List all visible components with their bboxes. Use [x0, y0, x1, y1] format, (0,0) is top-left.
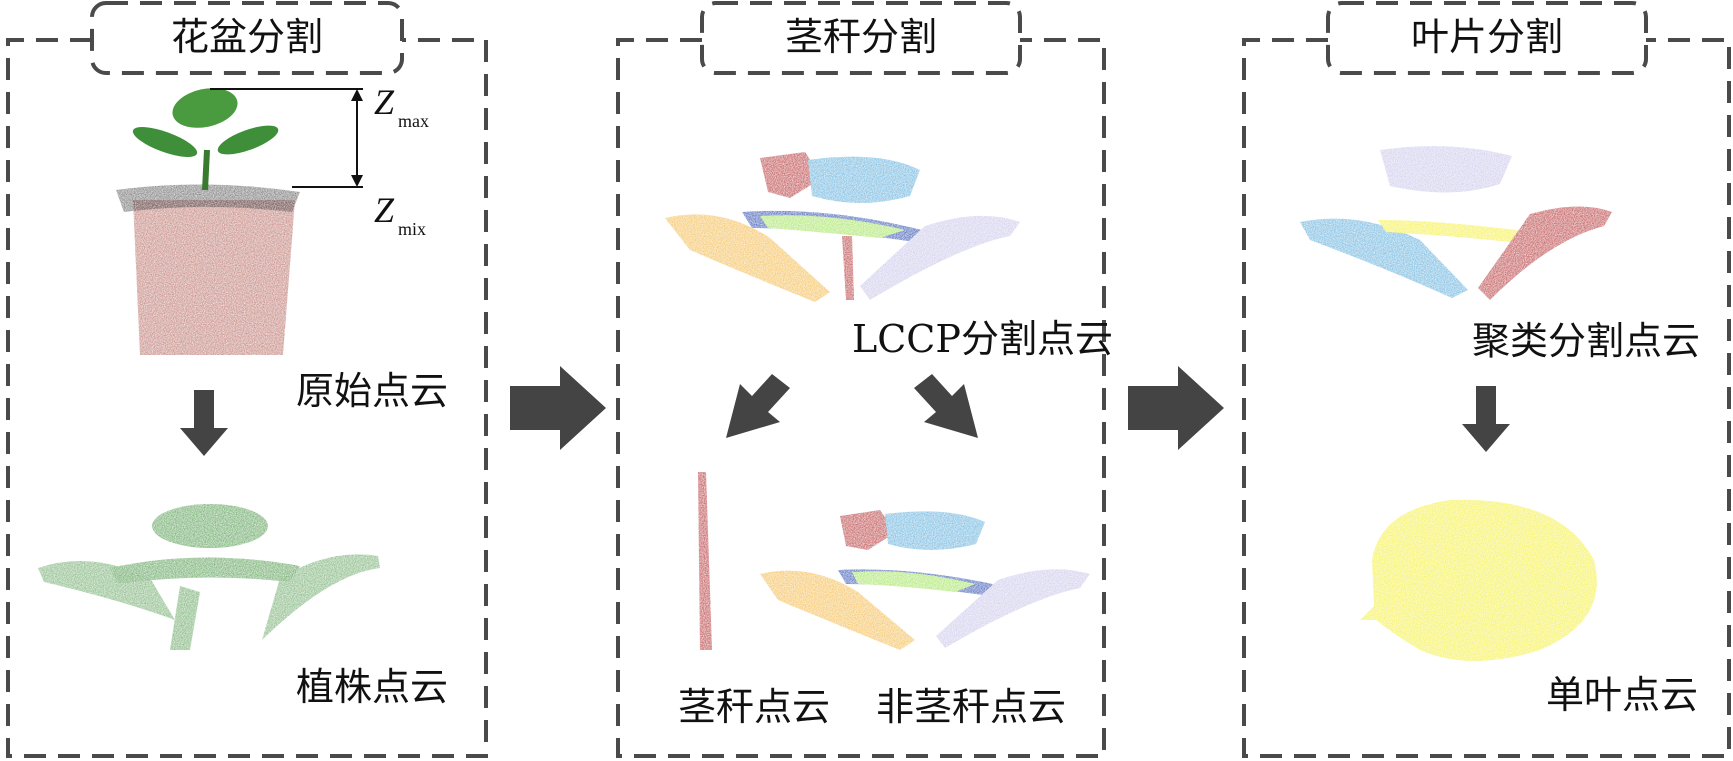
label-plant-cloud: 植株点云 — [296, 665, 449, 709]
zmax-subscript: max — [398, 111, 429, 131]
plant-leaf-left — [132, 127, 198, 157]
label-cluster-cloud: 聚类分割点云 — [1472, 319, 1701, 363]
panel-frame-stem — [616, 1, 1106, 758]
zmin-letter: Z — [374, 190, 395, 230]
label-original-cloud: 原始点云 — [296, 369, 449, 413]
cluster-point-cloud — [1300, 146, 1612, 300]
title-pot-segmentation: 花盆分割 — [170, 15, 323, 59]
label-single-leaf-cloud: 单叶点云 — [1546, 673, 1699, 717]
label-stem-cloud: 茎秆点云 — [678, 685, 831, 729]
nonstem-point-cloud — [760, 510, 1090, 650]
panel-frame-leaf — [1242, 1, 1731, 758]
soil-rim — [116, 184, 300, 212]
lccp-point-cloud — [665, 152, 1020, 302]
zmax-letter: Z — [374, 82, 395, 122]
single-leaf-point-cloud — [1360, 499, 1597, 661]
arrow-down-1 — [180, 390, 228, 456]
plant-leaf-top — [172, 88, 238, 128]
label-nonstem-cloud: 非茎秆点云 — [876, 685, 1067, 729]
stem-point-cloud — [698, 472, 712, 650]
plant-stem — [202, 149, 210, 191]
arrow-right-1 — [510, 366, 606, 450]
label-lccp-cloud: LCCP分割点云 — [852, 317, 1113, 361]
arrow-diag-left — [726, 374, 790, 438]
original-point-cloud — [116, 88, 363, 355]
arrow-down-3 — [1462, 386, 1510, 452]
panel-frame-pot — [6, 1, 488, 758]
arrow-right-2 — [1128, 366, 1224, 450]
title-leaf-segmentation: 叶片分割 — [1410, 15, 1563, 59]
arrow-diag-right — [914, 374, 978, 438]
plant-leaf-right — [217, 125, 279, 155]
title-stem-segmentation: 茎秆分割 — [784, 15, 937, 59]
plant-point-cloud — [38, 504, 380, 650]
zmin-subscript: mix — [398, 219, 427, 239]
pot-body — [133, 200, 295, 355]
